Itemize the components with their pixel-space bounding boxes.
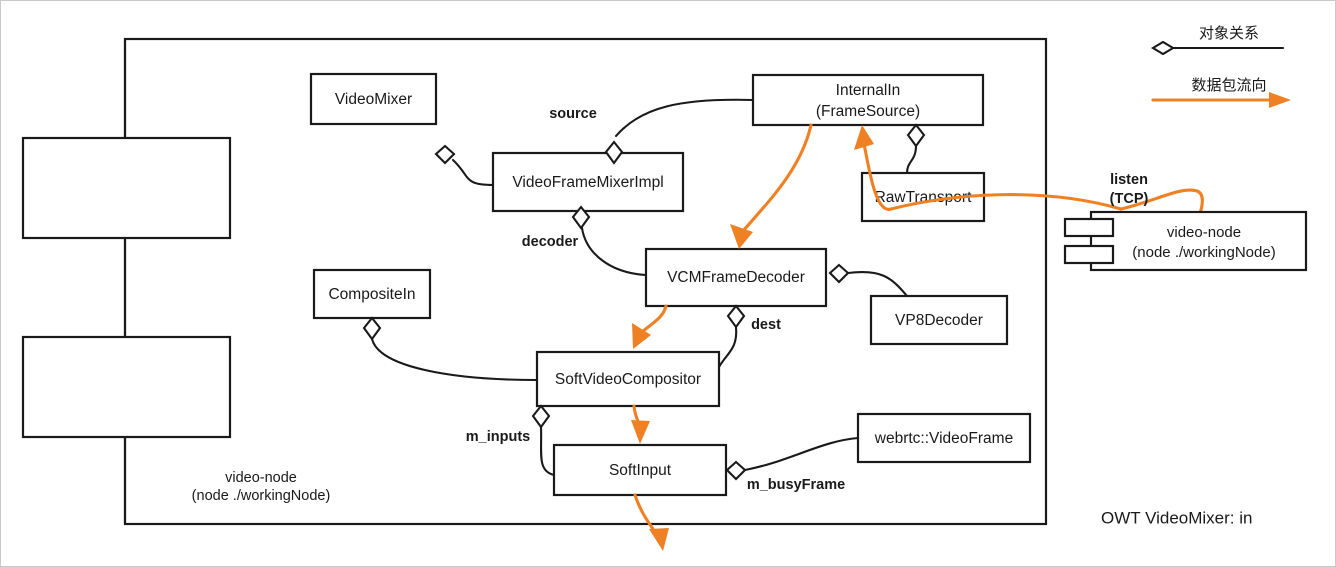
legend-dataflow-label: 数据包流向: [1191, 77, 1266, 94]
worker-container-label-line2: (node ./workingNode): [192, 488, 331, 504]
flow-external-to-internalin: [861, 139, 1123, 211]
edge-label-decoder: decoder: [522, 234, 579, 250]
flow-arrowhead-compositor: [632, 323, 651, 349]
component-video-node-tab-top: [1063, 217, 1115, 238]
node-internal-in-label-line1: InternalIn: [836, 82, 901, 99]
legend-dataflow-arrow-icon: [1269, 92, 1291, 108]
node-webrtc-video-frame-label: webrtc::VideoFrame: [874, 430, 1013, 447]
diamond-vp8: [828, 263, 850, 284]
diamond-rawtransport: [906, 123, 926, 148]
empty-box-top: [21, 136, 232, 240]
edge-impl-to-decoder: [580, 226, 648, 277]
edge-rawtransport-to-internalin: [905, 144, 918, 175]
node-webrtc-video-frame: [856, 412, 1032, 464]
node-video-mixer-label: VideoMixer: [335, 91, 412, 108]
edge-videomixer-to-impl: [451, 158, 495, 187]
node-internal-in: [751, 73, 985, 127]
edge-internalin-to-impl-source: [614, 98, 755, 138]
flow-internalin-to-vcmdecoder: [741, 123, 813, 233]
empty-box-bottom: [21, 335, 232, 439]
component-video-node-label-line1: video-node: [1167, 224, 1241, 241]
node-vp8-decoder: [869, 294, 1009, 346]
edge-decoder-to-vp8: [846, 271, 909, 298]
diagram-caption: OWT VideoMixer: in: [1101, 508, 1252, 527]
legend-relation-diamond-icon: [1150, 40, 1176, 56]
node-raw-transport-label: RawTransport: [875, 189, 972, 206]
diamond-source: [604, 140, 624, 165]
node-video-frame-mixer-impl-label: VideoFrameMixerImpl: [512, 174, 663, 191]
edge-compositor-to-softinput: [539, 425, 556, 477]
edge-label-m-inputs: m_inputs: [466, 429, 530, 445]
diamond-dest: [726, 304, 746, 329]
node-composite-in: [312, 268, 432, 320]
edge-label-m-busyframe: m_busyFrame: [747, 477, 845, 493]
node-video-frame-mixer-impl: [491, 151, 685, 213]
diamond-m-inputs: [531, 404, 551, 429]
node-vcm-frame-decoder: [644, 247, 828, 308]
node-soft-input-label: SoftInput: [609, 462, 672, 479]
flow-arrowhead-softinput: [631, 420, 650, 444]
flow-arrowhead-vcmdecoder: [730, 224, 753, 249]
edge-label-source: source: [549, 106, 597, 122]
node-soft-video-compositor-label: SoftVideoCompositor: [555, 371, 701, 388]
flow-vcmdecoder-to-compositor: [639, 304, 668, 335]
node-soft-video-compositor: [535, 350, 721, 408]
component-listen-label-line2: (TCP): [1110, 191, 1149, 207]
component-video-node-label-line2: (node ./workingNode): [1132, 244, 1275, 261]
node-vcm-frame-decoder-label: VCMFrameDecoder: [667, 269, 805, 286]
legend-relation-label: 对象关系: [1199, 25, 1259, 42]
flow-softinput-out: [633, 493, 657, 534]
diamond-compositein: [362, 316, 382, 341]
node-internal-in-label-line2: (FrameSource): [816, 103, 920, 120]
node-vp8-decoder-label: VP8Decoder: [895, 312, 983, 329]
node-composite-in-label: CompositeIn: [328, 286, 415, 303]
flow-arrowhead-internalin: [854, 125, 874, 150]
flow-to-video-node-component: [1119, 188, 1204, 225]
edge-softinput-to-videoframe: [743, 436, 860, 472]
worker-container-label-line1: video-node: [225, 470, 297, 486]
diamond-m-busyframe: [725, 460, 747, 481]
diamond-videomixer: [434, 144, 456, 165]
component-listen-label-line1: listen: [1110, 172, 1148, 188]
flow-arrowhead-out: [649, 528, 669, 551]
edge-compositein-to-compositor: [370, 337, 539, 382]
component-video-node-tab-bottom: [1063, 244, 1115, 265]
edge-decoder-to-compositor-dest: [717, 325, 738, 369]
edge-label-dest: dest: [751, 317, 781, 333]
component-video-node-body: [1089, 210, 1308, 272]
node-video-mixer: [309, 72, 438, 126]
